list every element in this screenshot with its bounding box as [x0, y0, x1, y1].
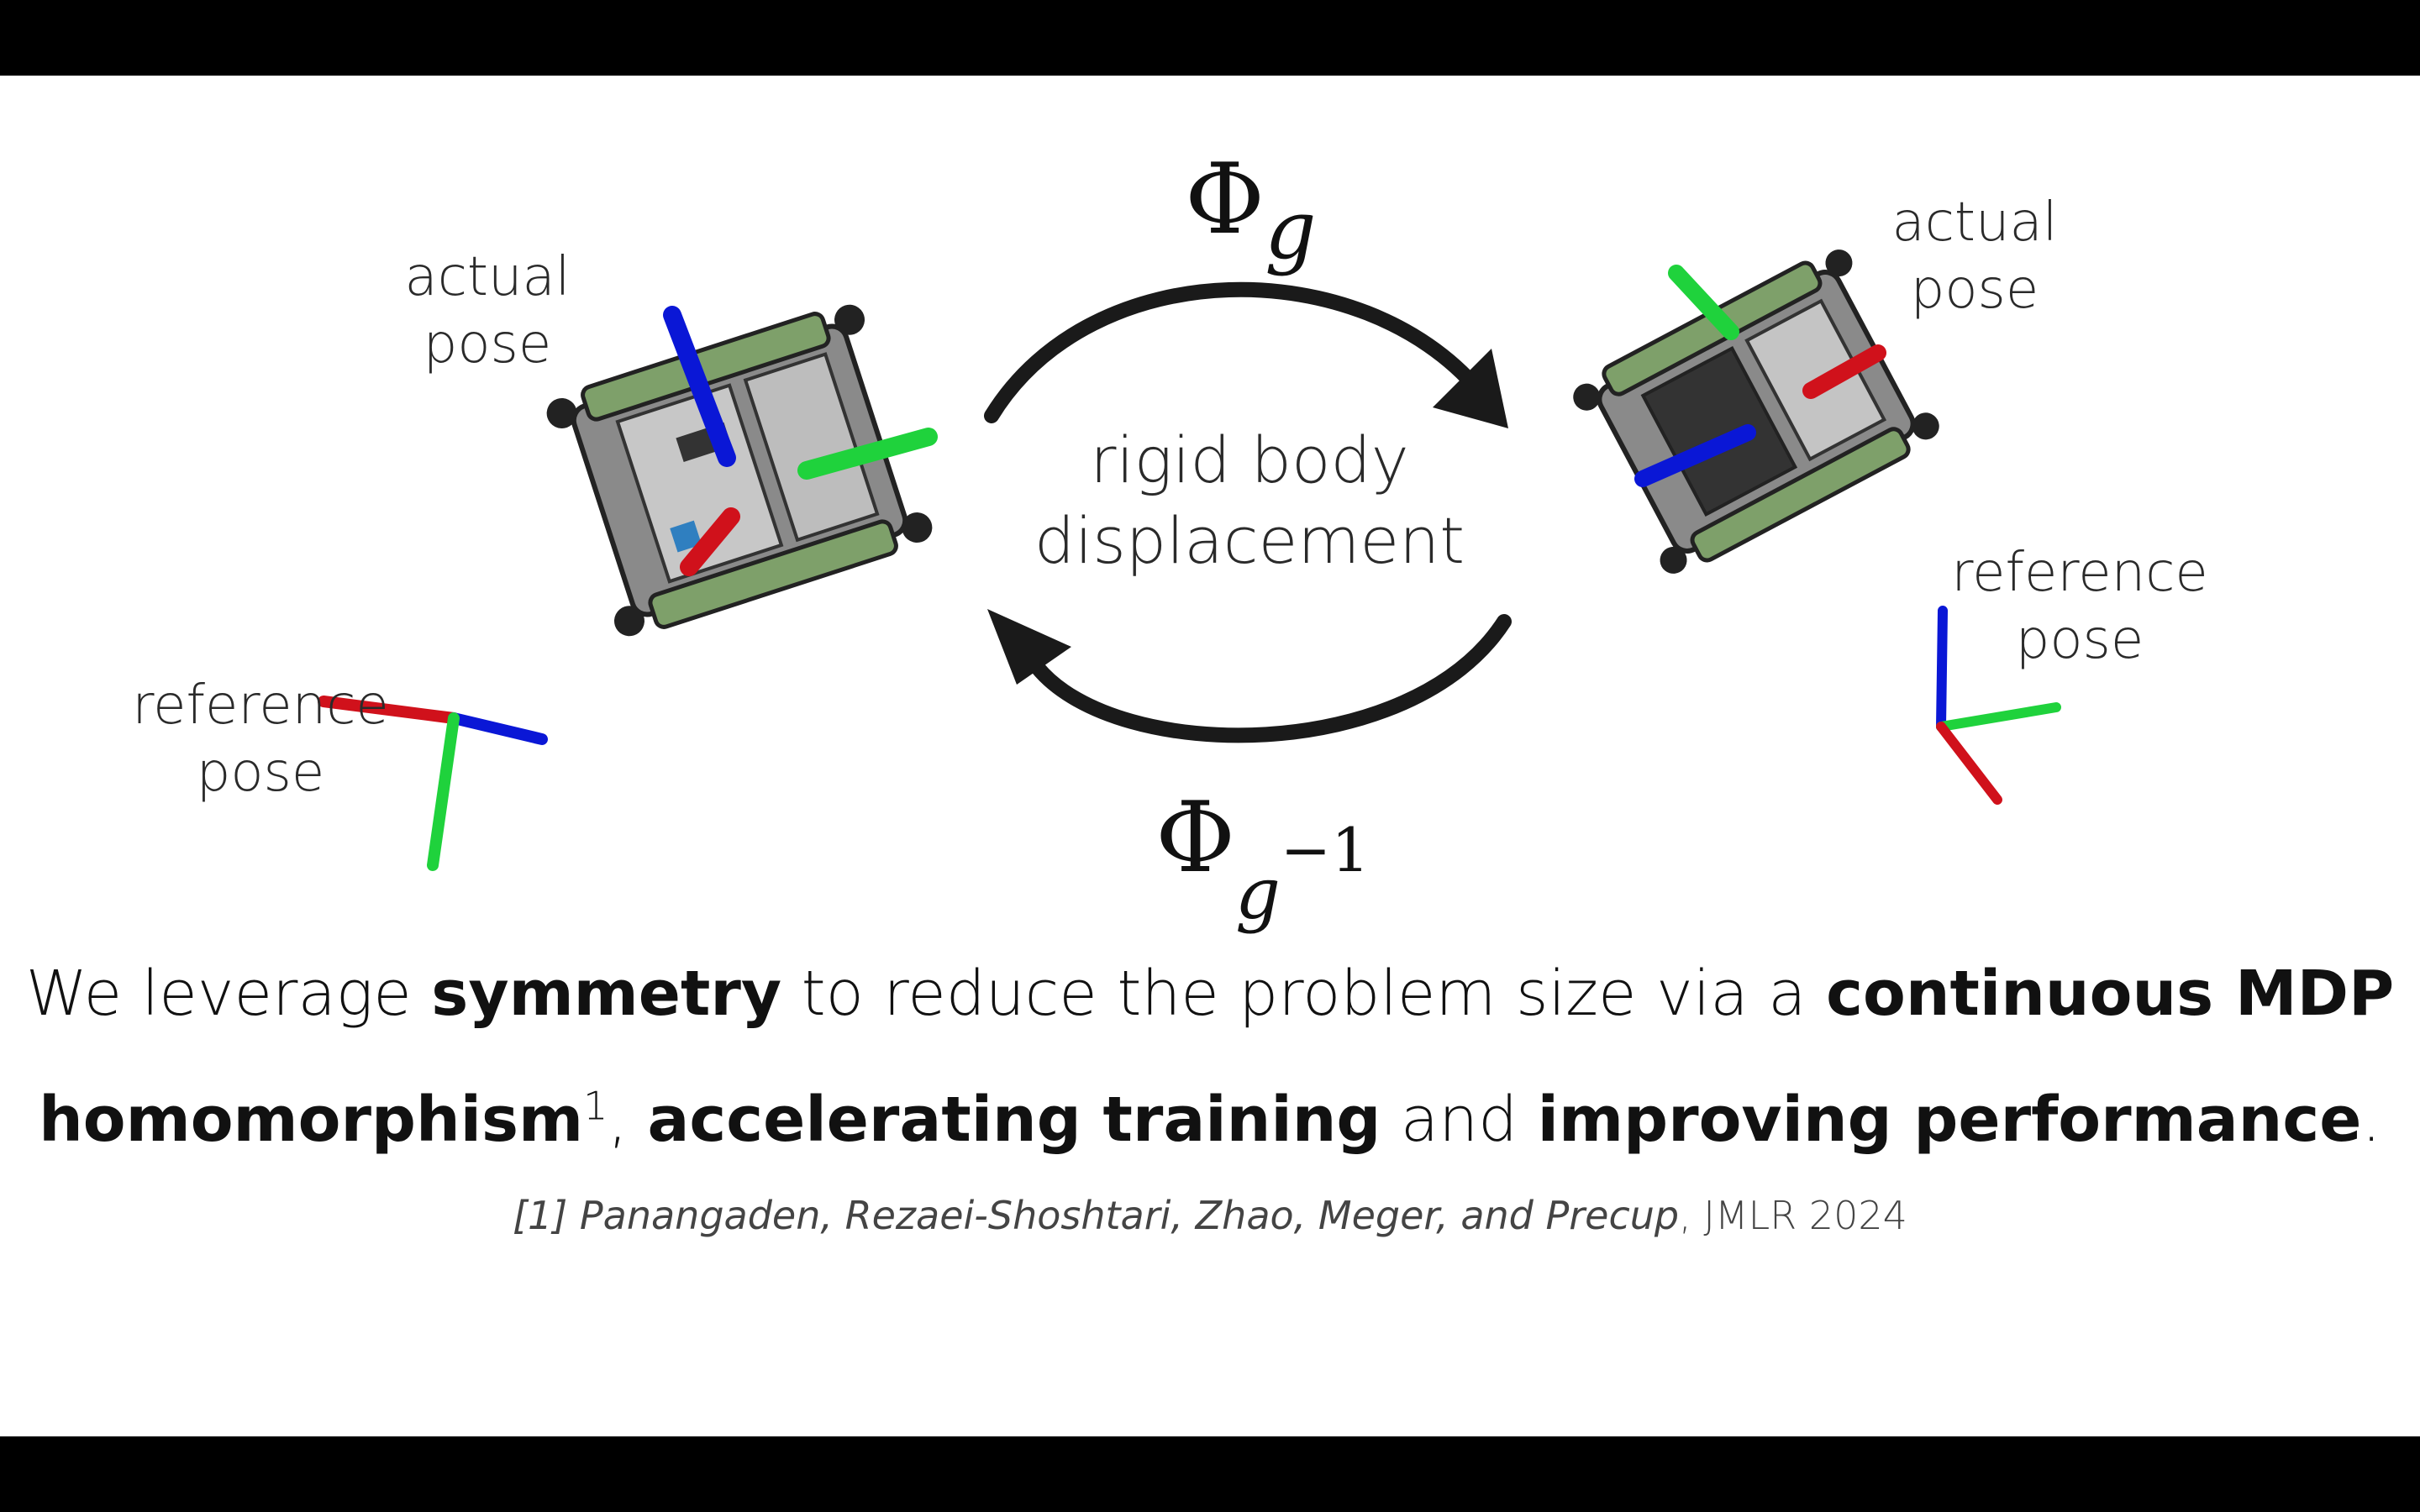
left-reference-pose-label: reference pose	[132, 675, 389, 804]
caption-bold: symmetry	[431, 958, 782, 1030]
left-robot-image	[546, 304, 933, 637]
right-robot-axes	[1634, 265, 1886, 487]
caption-text: to reduce the problem size via a	[781, 958, 1827, 1030]
forward-arrow	[984, 281, 1486, 423]
caption-text: ,	[608, 1084, 648, 1156]
phi-g-inverse-label: Φg−1	[1155, 790, 1370, 930]
slide: actual pose reference pose actual pose r…	[0, 76, 2420, 1436]
citation-venue: , JMLR 2024	[1679, 1193, 1907, 1238]
inverse-arrowhead	[987, 609, 1071, 685]
right-actual-pose-label: actual pose	[1891, 192, 2058, 321]
right-robot-image	[1573, 249, 1939, 574]
caption-bold: improving performance	[1537, 1084, 2362, 1156]
left-actual-pose-label: actual pose	[404, 246, 571, 375]
phi-sub-top: g	[1265, 183, 1317, 277]
phi-sub-bottom: g	[1235, 853, 1281, 935]
caption-text: We leverage	[25, 958, 432, 1030]
phi-symbol-top: Φ	[1185, 143, 1265, 256]
diagram-graphics	[318, 249, 2061, 871]
phi-g-label: Φg	[1185, 151, 1317, 271]
footnote-marker: 1	[583, 1083, 608, 1129]
right-reference-frame	[1936, 606, 2061, 805]
left-robot-axes	[663, 306, 938, 576]
caption-line-1: We leverage symmetry to reduce the probl…	[0, 958, 2420, 1030]
citation: [1] Panangaden, Rezaei-Shoshtari, Zhao, …	[0, 1193, 2420, 1238]
caption-bold: accelerating training	[647, 1084, 1381, 1156]
inverse-arrow	[1030, 614, 1512, 743]
right-reference-pose-label: reference pose	[1951, 542, 2208, 671]
caption-line-2: homomorphism1, accelerating training and…	[0, 1084, 2420, 1156]
caption-text: and	[1381, 1084, 1538, 1156]
caption-bold: homomorphism	[39, 1084, 584, 1156]
caption-text: .	[2361, 1084, 2381, 1156]
phi-sup-bottom: −1	[1280, 815, 1370, 885]
forward-arrowhead	[1433, 349, 1508, 428]
phi-symbol-bottom: Φ	[1155, 781, 1236, 895]
citation-authors: [1] Panangaden, Rezaei-Shoshtari, Zhao, …	[513, 1193, 1680, 1238]
rigid-body-displacement-label: rigid body displacement	[1034, 423, 1465, 578]
caption-bold: continuous MDP	[1826, 958, 2395, 1030]
left-reference-frame	[318, 696, 548, 871]
